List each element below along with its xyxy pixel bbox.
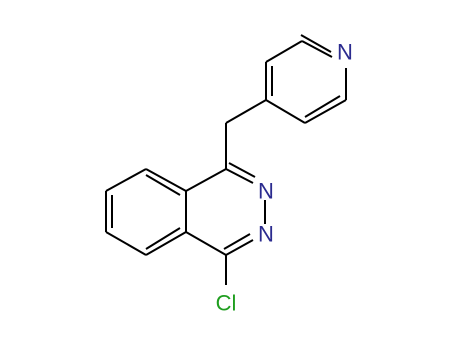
bond-c1-n2-b [228, 162, 256, 178]
benzo-ring [105, 168, 187, 256]
atom-label-nitrogen-2: N [258, 179, 274, 204]
bond-pyr-c4-c5-b [304, 95, 341, 118]
bond-c8a-c8-a [145, 168, 187, 192]
bond-n3-c4-b [223, 233, 251, 250]
bond-pyr-c2-n-a [301, 40, 333, 58]
bond-c1-n2-a [225, 168, 254, 184]
bond-c8a-c8-b [145, 174, 181, 196]
bond-c5-c4a-a [145, 231, 187, 256]
pyridazine-ring [185, 162, 266, 256]
bond-pyr-c1-c2 [265, 40, 303, 63]
bond-c4-c4a [185, 231, 227, 256]
bond-pyr-ch2 [225, 99, 267, 124]
bond-c6-c5 [105, 231, 147, 256]
bond-c8a-c1 [185, 168, 227, 192]
atom-label-chlorine: Cl [216, 291, 237, 316]
bond-pyr-c4-c5-a [304, 99, 347, 124]
bond-n3-c4-a [225, 239, 254, 256]
methylene-linker [225, 99, 267, 169]
bond-c8-c7 [105, 168, 147, 192]
bond-pyr-c5-c6 [265, 99, 306, 124]
pyridine-ring [265, 34, 347, 124]
bond-pyr-c2-n-b [300, 34, 332, 53]
atom-label-nitrogen-3: N [258, 222, 274, 247]
bond-c5-c4a-b [145, 227, 181, 250]
atom-label-pyridine-nitrogen: N [337, 40, 353, 65]
